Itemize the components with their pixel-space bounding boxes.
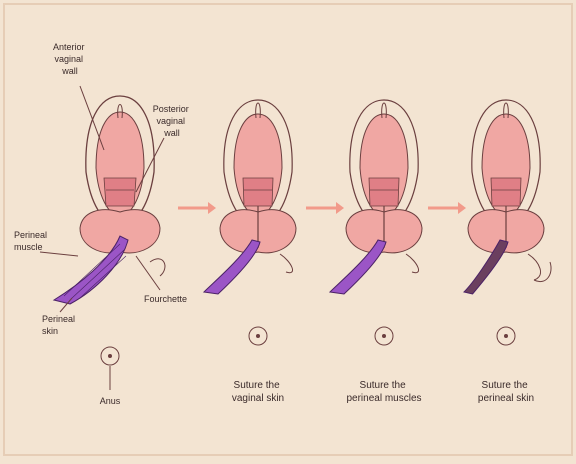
label-fourchette: Fourchette xyxy=(144,294,187,304)
vaginal-canal xyxy=(491,178,521,206)
anus-center-icon xyxy=(108,354,112,358)
anus-center-icon xyxy=(504,334,508,338)
vaginal-canal xyxy=(243,178,273,206)
anus-center-icon xyxy=(382,334,386,338)
label-anus: Anus xyxy=(100,396,121,406)
vaginal-canal xyxy=(104,178,136,206)
anus-center-icon xyxy=(256,334,260,338)
vaginal-canal xyxy=(369,178,399,206)
